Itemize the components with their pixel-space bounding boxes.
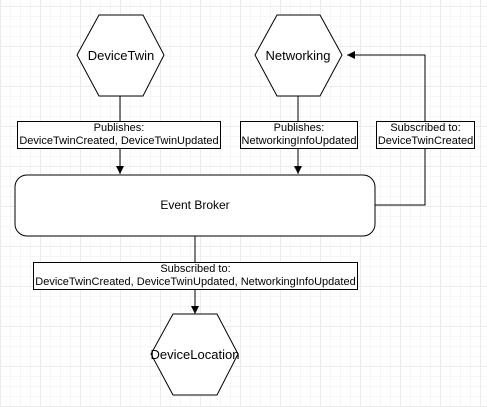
networking-subscribed-label: Subscribed to: DeviceTwinCreated	[376, 121, 475, 149]
networking-label: Networking	[265, 48, 330, 63]
devicelocation-subscribed-title: Subscribed to:	[160, 263, 231, 275]
networking-publishes-title: Publishes:	[273, 122, 325, 134]
networking-publishes-events: NetworkingInfoUpdated	[241, 135, 357, 147]
devicelocation-subscribed-events: DeviceTwinCreated, DeviceTwinUpdated, Ne…	[35, 276, 356, 288]
event-broker-node[interactable]: Event Broker	[14, 174, 376, 237]
device-location-node[interactable]: DeviceLocation	[150, 313, 240, 396]
networking-subscribed-events: DeviceTwinCreated	[377, 135, 474, 147]
device-twin-node[interactable]: DeviceTwin	[76, 14, 165, 97]
devicelocation-subscribed-label: Subscribed to: DeviceTwinCreated, Device…	[33, 262, 358, 290]
devicetwin-publishes-title: Publishes:	[93, 122, 145, 134]
device-location-label: DeviceLocation	[151, 347, 240, 362]
networking-publishes-label: Publishes: NetworkingInfoUpdated	[240, 121, 358, 149]
networking-node[interactable]: Networking	[254, 14, 343, 97]
event-broker-label: Event Broker	[160, 198, 229, 212]
networking-subscribed-title: Subscribed to:	[390, 122, 461, 134]
devicetwin-publishes-events: DeviceTwinCreated, DeviceTwinUpdated	[19, 135, 219, 147]
device-twin-label: DeviceTwin	[88, 48, 154, 63]
devicetwin-publishes-label: Publishes: DeviceTwinCreated, DeviceTwin…	[17, 121, 221, 149]
